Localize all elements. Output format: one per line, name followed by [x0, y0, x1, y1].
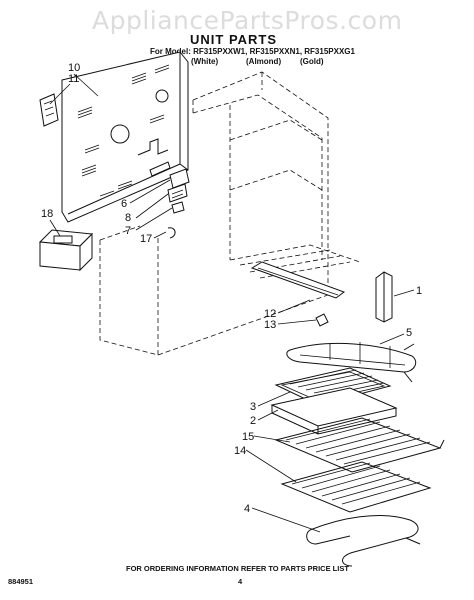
callout-5: 5: [406, 327, 412, 339]
electrical-box: [38, 229, 94, 272]
color-almond: (Almond): [246, 57, 282, 66]
callout-1: 1: [416, 285, 422, 297]
callout-10: 10: [68, 62, 80, 74]
callout-8: 8: [125, 212, 131, 224]
callout-12: 12: [264, 308, 276, 320]
page-number: 4: [238, 577, 243, 586]
callout-3: 3: [250, 401, 256, 413]
callout-7: 7: [125, 225, 131, 237]
callout-17: 17: [140, 233, 152, 245]
side-trim: [375, 271, 393, 323]
callout-14: 14: [234, 445, 246, 457]
oven-cabinet: [99, 71, 361, 356]
callout-2: 2: [250, 415, 256, 427]
watermark: AppliancePartsPros.com: [92, 6, 403, 35]
drawer-rail: [250, 261, 346, 327]
broiler-pan: [270, 367, 398, 435]
callout-6: 6: [121, 198, 127, 210]
leader-lines: [49, 73, 415, 533]
broil-element: [286, 342, 417, 383]
mounting-bracket: [39, 93, 59, 127]
terminal-block: [167, 168, 190, 239]
callout-13: 13: [264, 319, 276, 331]
callout-15: 15: [242, 431, 254, 443]
ordering-note: FOR ORDERING INFORMATION REFER TO PARTS …: [126, 564, 349, 573]
side-panel: [61, 51, 189, 223]
color-white: (White): [191, 57, 219, 66]
color-gold: (Gold): [300, 57, 324, 66]
callout-labels: 10 11 6 8 7 17 18 1 12 13 5 3 2 15 14 4: [41, 62, 422, 515]
callout-11: 11: [68, 73, 79, 85]
callout-18: 18: [41, 208, 53, 220]
document-number: 884951: [8, 577, 34, 586]
oven-rack-upper: [274, 417, 445, 473]
model-line: For Model: RF315PXXW1, RF315PXXN1, RF315…: [150, 47, 355, 56]
diagram-title: UNIT PARTS: [190, 32, 278, 47]
callout-4: 4: [244, 503, 250, 515]
bake-element: [306, 515, 421, 567]
oven-rack-lower: [280, 461, 432, 513]
